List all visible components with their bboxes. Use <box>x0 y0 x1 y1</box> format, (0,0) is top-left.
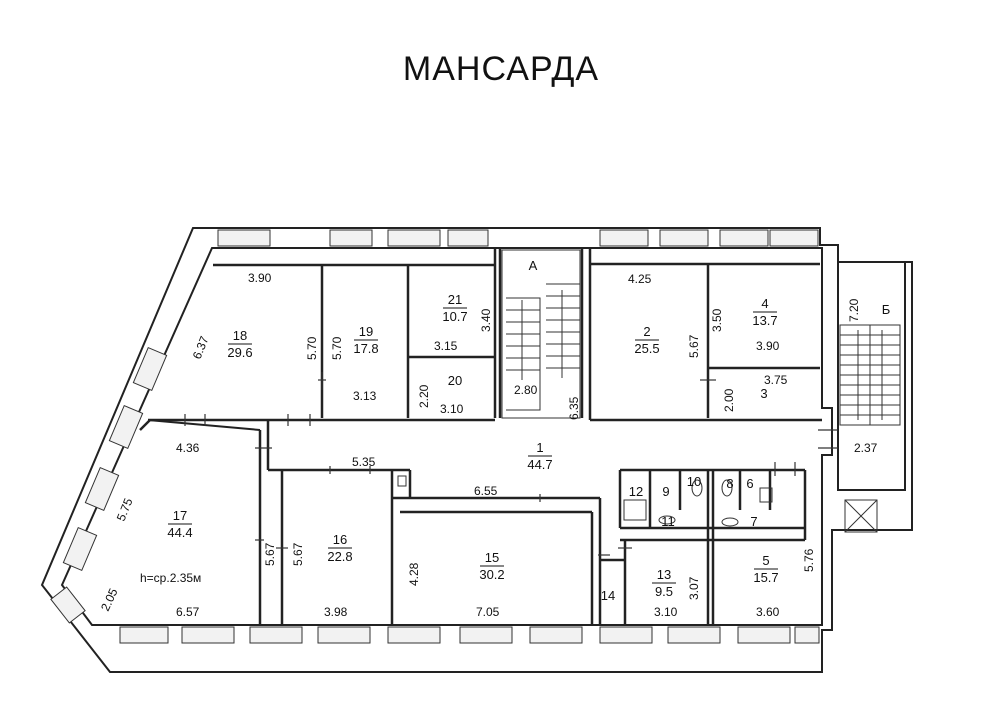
dim-6-55: 6.55 <box>474 484 498 498</box>
dim-3-07: 3.07 <box>687 576 701 600</box>
dim-2-05: 2.05 <box>98 586 121 613</box>
dim-3-60: 3.60 <box>756 605 780 619</box>
dim-2-80: 2.80 <box>514 383 538 397</box>
dim-2-20: 2.20 <box>417 384 431 408</box>
dim-2-37: 2.37 <box>854 441 878 455</box>
room-18-number: 18 <box>233 328 247 343</box>
room-14-number: 14 <box>601 588 615 603</box>
staircase-a <box>501 249 581 419</box>
room-2-number: 2 <box>643 324 650 339</box>
room-4-number: 4 <box>761 296 768 311</box>
staircase-b <box>839 324 901 533</box>
room-12-number: 12 <box>629 484 643 499</box>
room-16-area: 22.8 <box>327 549 352 564</box>
room-2-area: 25.5 <box>634 341 659 356</box>
room-1-area: 44.7 <box>527 457 552 472</box>
dim-6-37: 6.37 <box>190 334 212 361</box>
room-4-area: 13.7 <box>752 313 777 328</box>
dim-3-50: 3.50 <box>710 308 724 332</box>
sanitary-fixtures <box>397 475 773 527</box>
room-1-number: 1 <box>536 440 543 455</box>
dim-5-67-r17: 5.67 <box>263 542 277 566</box>
dim-3-10-bot: 3.10 <box>654 605 678 619</box>
dim-4-36: 4.36 <box>176 441 200 455</box>
room-10-number: 10 <box>687 474 701 489</box>
dim-3-10-mid: 3.10 <box>440 402 464 416</box>
dim-5-67-r16: 5.67 <box>291 542 305 566</box>
dim-3-90-r4: 3.90 <box>756 339 780 353</box>
dim-5-35: 5.35 <box>352 455 376 469</box>
room-labels: 18 29.6 19 17.8 21 10.7 20 2 25.5 4 13.7… <box>140 258 890 603</box>
dim-5-67-r2: 5.67 <box>687 334 701 358</box>
room-9-number: 9 <box>662 484 669 499</box>
dim-3-40: 3.40 <box>479 308 493 332</box>
dim-2-00: 2.00 <box>722 388 736 412</box>
dim-3-75: 3.75 <box>764 373 788 387</box>
dim-5-75: 5.75 <box>114 496 136 523</box>
dim-4-28: 4.28 <box>407 562 421 586</box>
dim-3-98: 3.98 <box>324 605 348 619</box>
room-6-number: 6 <box>746 476 753 491</box>
room-13-area: 9.5 <box>655 584 673 599</box>
room-13-number: 13 <box>657 567 671 582</box>
windows <box>50 229 820 644</box>
room-20-number: 20 <box>448 373 462 388</box>
interior-walls <box>139 248 822 625</box>
staircase-b-label: Б <box>882 302 891 317</box>
room-5-area: 15.7 <box>753 570 778 585</box>
dimension-labels: 3.90 6.37 5.70 5.70 3.13 3.40 3.15 2.20 … <box>98 271 878 619</box>
room-15-number: 15 <box>485 550 499 565</box>
doors <box>184 372 838 556</box>
dim-7-05: 7.05 <box>476 605 500 619</box>
dim-6-35: 6.35 <box>567 396 581 420</box>
dim-7-20: 7.20 <box>847 298 861 322</box>
page-title: МАНСАРДА <box>402 50 600 88</box>
room-19-area: 17.8 <box>353 341 378 356</box>
room-19-number: 19 <box>359 324 373 339</box>
staircase-a-label: А <box>529 258 538 273</box>
dim-5-76: 5.76 <box>802 548 816 572</box>
dim-6-57: 6.57 <box>176 605 200 619</box>
dim-3-13: 3.13 <box>353 389 377 403</box>
room-18-area: 29.6 <box>227 345 252 360</box>
room-8-number: 8 <box>726 476 733 491</box>
room-15-area: 30.2 <box>479 567 504 582</box>
room-21-number: 21 <box>448 292 462 307</box>
room-5-number: 5 <box>762 553 769 568</box>
room-11-number: 11 <box>661 514 675 529</box>
height-note: h=ср.2.35м <box>140 571 201 585</box>
dim-3-15: 3.15 <box>434 339 458 353</box>
dim-5-70-b: 5.70 <box>330 336 344 360</box>
dim-4-25: 4.25 <box>628 272 652 286</box>
dim-5-70-a: 5.70 <box>305 336 319 360</box>
room-21-area: 10.7 <box>442 309 467 324</box>
room-16-number: 16 <box>333 532 347 547</box>
room-17-number: 17 <box>173 508 187 523</box>
room-3-number: 3 <box>760 386 767 401</box>
diagonal-partition <box>147 419 261 431</box>
dim-3-90-top: 3.90 <box>248 271 272 285</box>
room-7-number: 7 <box>750 514 757 529</box>
room-17-area: 44.4 <box>167 525 192 540</box>
